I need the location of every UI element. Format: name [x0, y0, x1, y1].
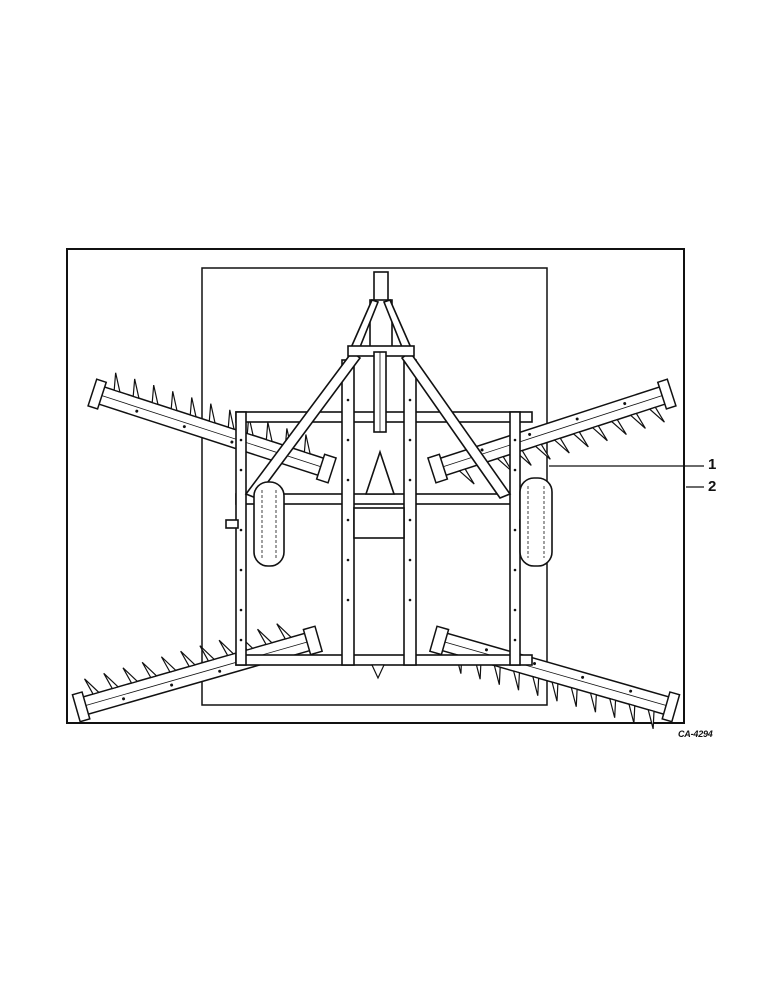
wheel-left [253, 481, 285, 567]
main-frame [225, 271, 533, 666]
gang-lower-right [425, 624, 681, 734]
wheel-right [519, 477, 553, 567]
outer-frame [66, 248, 685, 724]
figure-code: CA-4294 [678, 729, 713, 739]
callout-number-1: 1 [708, 456, 717, 473]
rear-nub [371, 664, 385, 680]
callout-number-2: 2 [708, 478, 717, 495]
rail-bolts [239, 398, 517, 642]
